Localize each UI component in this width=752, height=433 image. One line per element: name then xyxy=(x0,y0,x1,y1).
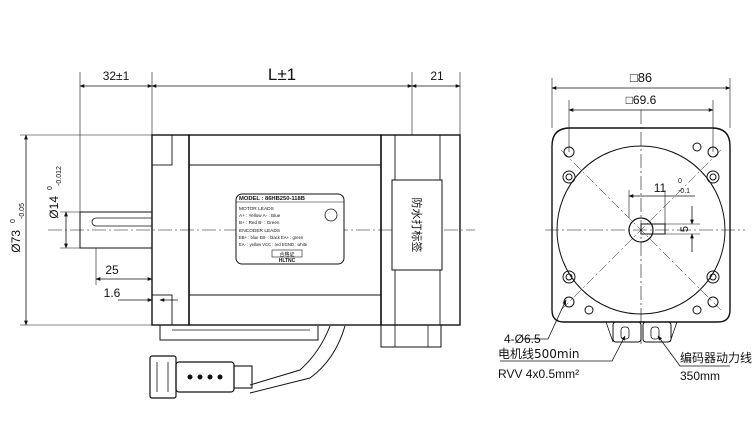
nameplate-motor-leads-title: MOTOR LEADS xyxy=(239,206,274,212)
front-connectors xyxy=(605,321,678,343)
nameplate-encoder-line2: EA- : yellow VCC : red EGND : white xyxy=(239,242,308,247)
label-flange: 1.6 xyxy=(104,286,121,300)
front-shaft-key xyxy=(640,223,666,235)
label-pilot-diameter: Ø73 xyxy=(9,230,23,253)
rear-label-text: 防水打标签 xyxy=(410,198,424,253)
front-body-circle xyxy=(556,145,726,315)
label-body-length: L±1 xyxy=(268,65,296,84)
label-rear: 21 xyxy=(430,69,444,83)
leader-motor-cable xyxy=(500,335,626,362)
front-view xyxy=(500,78,745,367)
leader-encoder-cable xyxy=(657,335,730,367)
nameplate-motor-line1: A+ : Yellow A- : Blue xyxy=(239,213,281,218)
label-flat: 11 xyxy=(654,181,667,195)
label-pilot-tol-lower: -0.05 xyxy=(19,203,26,219)
rear-connector xyxy=(380,324,442,348)
label-holes: 4-Ø6.5 xyxy=(504,332,541,346)
label-shaft-diameter: Ø14 xyxy=(47,196,61,219)
label-key: 5 xyxy=(679,226,691,232)
front-flange-square xyxy=(551,127,731,323)
nameplate-encoder-title: ENCODER LEADS xyxy=(239,228,280,234)
nameplate-brand: HLTNC xyxy=(279,258,296,264)
label-pilot-tol-upper: 0 xyxy=(10,219,17,223)
nameplate-badge: 合格证 xyxy=(279,251,294,258)
label-shaft-tol-upper: 0 xyxy=(47,186,54,190)
label-outer-square: □86 xyxy=(630,70,652,85)
motor-wire xyxy=(159,325,319,341)
label-bolt-square: □69.6 xyxy=(626,93,657,107)
label-shaft-tol-lower: -0.012 xyxy=(56,166,63,186)
nameplate-model: MODEL : 86HB250-118B xyxy=(239,196,305,202)
label-motor-cable-spec: RVV 4x0.5mm² xyxy=(498,367,579,381)
label-key-length: 25 xyxy=(105,263,119,277)
label-motor-cable: 电机线500min xyxy=(498,347,580,361)
nameplate-encoder-line1: EB+ : blue EB- : black EA+ : green xyxy=(239,235,304,240)
nameplate-motor-line2: B+ : Red B- : Green xyxy=(239,220,280,225)
label-encoder-cable: 编码器动力线 xyxy=(680,350,752,365)
label-flat-tol-upper: 0 xyxy=(678,178,682,185)
rear-label-box xyxy=(391,179,443,271)
front-shaft xyxy=(628,217,654,243)
encoder-wire xyxy=(249,325,331,386)
side-view xyxy=(20,72,475,399)
label-shaft-length: 32±1 xyxy=(103,69,130,83)
nameplate xyxy=(235,193,345,265)
nameplate-logo xyxy=(324,208,338,222)
label-encoder-cable-length: 350mm xyxy=(680,369,720,383)
d-sub-connector xyxy=(149,355,253,399)
label-flat-tol-lower: -0.1 xyxy=(678,188,690,195)
leader-holes xyxy=(523,299,567,340)
mounting-holes xyxy=(562,142,720,315)
